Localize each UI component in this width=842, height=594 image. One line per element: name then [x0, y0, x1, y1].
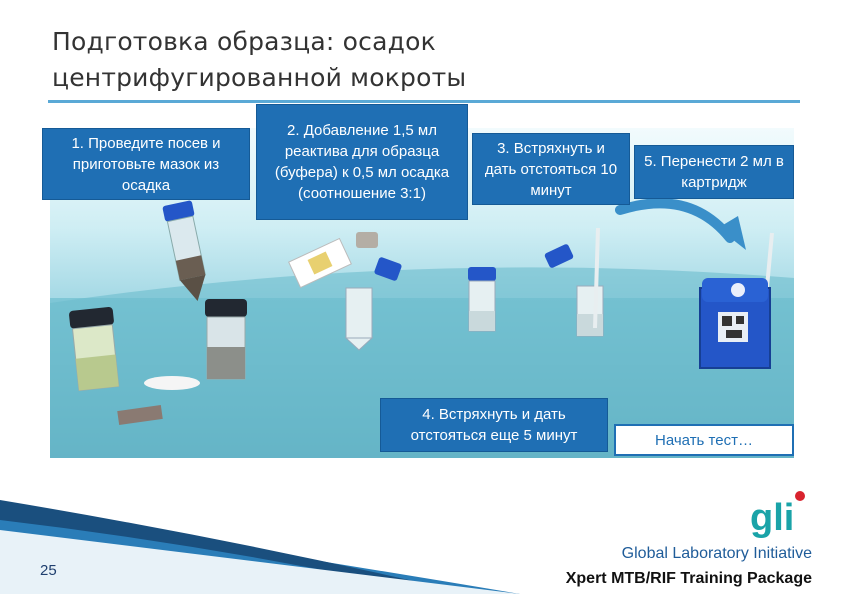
- sample-tube-icon: [344, 287, 374, 351]
- cotton-swab-icon: [144, 376, 200, 390]
- step-1-box: 1. Проведите посев и приготовьте мазок и…: [42, 128, 250, 200]
- sample-tube-icon: [576, 285, 604, 337]
- step-5-label: 5. Перенести 2 мл в картридж: [644, 153, 784, 191]
- sputum-vial-icon: [69, 306, 120, 392]
- microscope-slide-icon: [117, 405, 163, 425]
- package-name: Xpert MTB/RIF Training Package: [565, 570, 812, 587]
- sputum-vial-icon: [205, 299, 247, 380]
- xpert-cartridge-icon: [699, 278, 771, 369]
- step-4-box: 4. Встряхнуть и дать отстояться еще 5 ми…: [380, 398, 608, 452]
- slide-title: Подготовка образца: осадок центрифугиров…: [52, 24, 792, 96]
- tube-cap-icon: [374, 257, 402, 281]
- gli-logo: gli: [748, 490, 818, 540]
- step-2-label: 2. Добавление 1,5 мл реактива для образц…: [274, 122, 450, 202]
- start-test-label: Начать тест…: [655, 431, 753, 449]
- organization-name: Global Laboratory Initiative: [621, 545, 812, 562]
- sample-tube-icon: [468, 267, 496, 332]
- reagent-pouch-icon: [288, 237, 352, 289]
- arrow-head-icon: [718, 216, 746, 250]
- title-rule: [48, 100, 800, 103]
- step-2-box: 2. Добавление 1,5 мл реактива для образц…: [256, 104, 468, 220]
- step-1-label: 1. Проведите посев и приготовьте мазок и…: [71, 134, 221, 194]
- tube-cap-icon: [544, 244, 574, 268]
- slide-title-line2: центрифугированной мокроты: [52, 63, 467, 92]
- step-3-label: 3. Встряхнуть и дать отстояться 10 минут: [484, 139, 618, 199]
- transfer-arrow-icon: [615, 198, 735, 243]
- footer-swoosh: [0, 500, 520, 594]
- slide-number: 25: [40, 562, 57, 579]
- slide-title-line1: Подготовка образца: осадок: [52, 27, 436, 56]
- step-4-label: 4. Встряхнуть и дать отстояться еще 5 ми…: [410, 406, 578, 444]
- step-3-box: 3. Встряхнуть и дать отстояться 10 минут: [472, 133, 630, 205]
- pipette-icon: [593, 227, 600, 329]
- tube-cap-icon: [356, 232, 378, 248]
- centrifuge-tube-icon: [162, 200, 206, 302]
- start-test-button[interactable]: Начать тест…: [614, 424, 794, 456]
- step-5-box: 5. Перенести 2 мл в картридж: [634, 145, 794, 199]
- gli-logo-text: gli: [750, 497, 794, 539]
